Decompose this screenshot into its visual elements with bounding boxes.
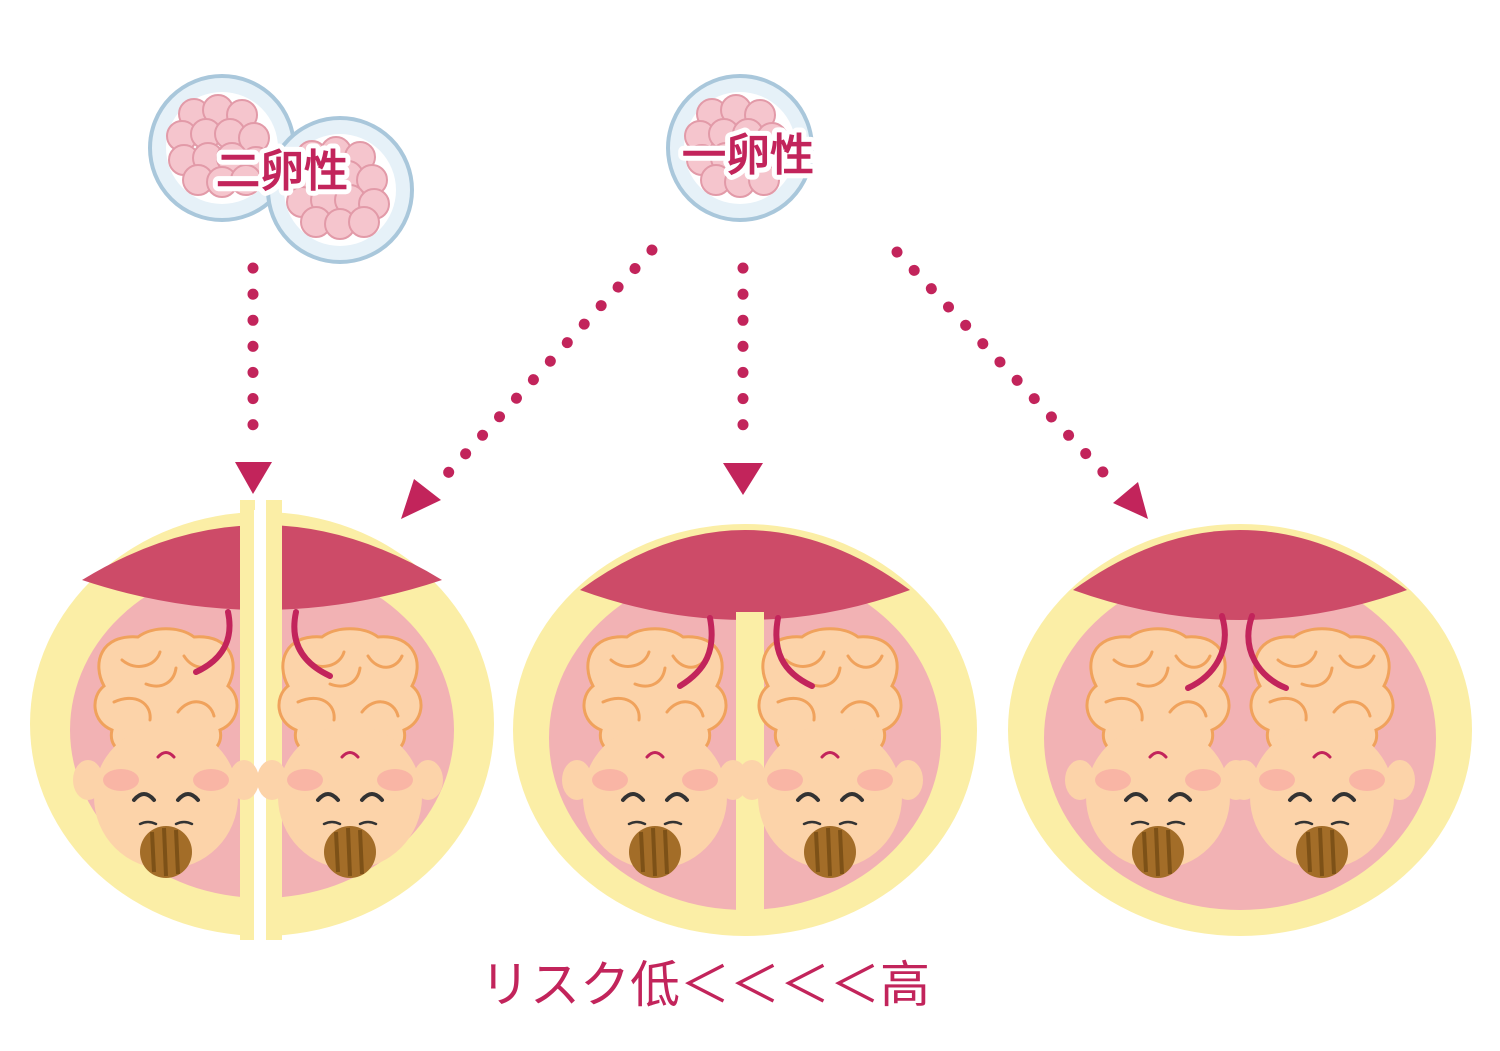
arrow-mono-right bbox=[891, 246, 1148, 519]
dizygotic-label: 二卵性 bbox=[216, 146, 348, 197]
arrow-dizygotic bbox=[235, 262, 272, 494]
risk-scale-label: リスク低＜＜＜＜高 bbox=[480, 956, 930, 1014]
uterus-monochorionic-diamniotic bbox=[513, 524, 977, 936]
monozygotic-label: 一卵性 bbox=[682, 130, 814, 181]
uterus-monochorionic-monoamniotic bbox=[1008, 524, 1472, 936]
arrow-mono-left bbox=[401, 244, 658, 519]
arrow-mono-center bbox=[723, 262, 763, 495]
uterus-dichorionic bbox=[30, 500, 494, 940]
